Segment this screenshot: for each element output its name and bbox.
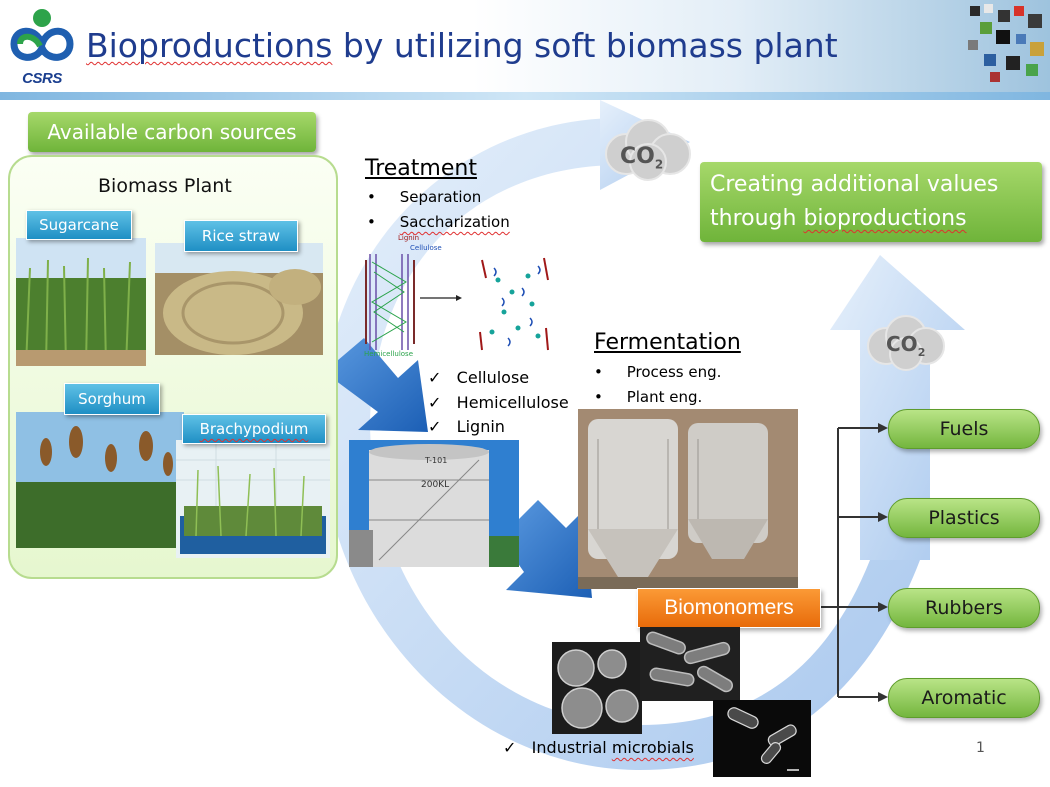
cloud-icon [867, 315, 945, 371]
co2-cloud-right: CO2 [862, 310, 948, 376]
biomonomers-label: Biomonomers [637, 588, 821, 628]
header-banner [0, 0, 1050, 100]
rice-straw-photo [155, 243, 323, 355]
bacteria-micrograph [640, 627, 740, 701]
arrow-to-tank [324, 338, 428, 432]
rod-cells-micrograph [713, 700, 811, 777]
creating-line-1: Creating additional values [710, 172, 999, 197]
slide-page-number: 1 [976, 740, 985, 756]
header-divider [0, 92, 1050, 100]
fermentation-bullet-1: • Process eng. [594, 363, 722, 381]
plant-label-brachypodium: Brachypodium [182, 414, 326, 444]
tank-label: T-101 [425, 456, 448, 465]
product-branch-arrowheads [878, 423, 888, 702]
diagram-label-lignin: Lignin [398, 234, 420, 242]
cloud-icon [605, 119, 691, 181]
co2-cloud-top: CO2 [598, 114, 696, 186]
cycle-ring-rising [830, 255, 965, 560]
creating-additional-values-banner: Creating additional values through biopr… [700, 162, 1042, 242]
diagram-label-cellulose: Cellulose [410, 244, 442, 252]
product-rubbers[interactable]: Rubbers [888, 588, 1040, 628]
arrow-to-fermenter [500, 500, 592, 598]
available-carbon-sources-label: Available carbon sources [28, 112, 316, 152]
co2-label-right: CO2 [886, 332, 926, 359]
treatment-heading: Treatment [365, 156, 477, 181]
check-lignin: ✓ Lignin [428, 417, 505, 436]
fermenter-tanks-photo [578, 409, 798, 589]
treatment-bullet-1: • Separation [367, 188, 482, 206]
check-industrial-microbials: ✓ Industrial microbials [503, 738, 694, 757]
creating-line-2: through bioproductions [710, 206, 967, 231]
brachypodium-photo [176, 440, 330, 558]
plant-label-sorghum: Sorghum [64, 383, 160, 415]
biomass-plant-title: Biomass Plant [98, 175, 232, 197]
title-rest: by utilizing soft biomass plant [332, 26, 838, 65]
sorghum-photo [16, 412, 184, 548]
yeast-micrograph [552, 642, 642, 734]
page-title: Bioproductions by utilizing soft biomass… [86, 26, 838, 65]
product-branch-lines [820, 427, 880, 698]
title-keyword: Bioproductions [86, 26, 333, 65]
plant-label-sugarcane: Sugarcane [26, 210, 132, 240]
lignocellulose-diagram: Lignin Cellulose Hemicellulose [362, 232, 562, 360]
storage-tank-photo: T-101 200KL [349, 440, 519, 567]
tank-capacity: 200KL [421, 480, 450, 490]
fermentation-heading: Fermentation [594, 330, 741, 355]
plant-label-rice-straw: Rice straw [184, 220, 298, 252]
treatment-bullet-2: • Saccharization [367, 213, 510, 231]
csrs-logo [10, 9, 74, 61]
product-aromatic[interactable]: Aromatic [888, 678, 1040, 718]
sugarcane-photo [16, 238, 146, 366]
diagram-label-hemicellulose: Hemicellulose [364, 350, 413, 358]
product-plastics[interactable]: Plastics [888, 498, 1040, 538]
product-fuels[interactable]: Fuels [888, 409, 1040, 449]
decorative-mosaic [968, 4, 1044, 82]
co2-label-top: CO2 [620, 144, 664, 172]
check-cellulose: ✓ Cellulose [428, 368, 530, 387]
logo-text: CSRS [22, 70, 62, 87]
check-hemicellulose: ✓ Hemicellulose [428, 393, 569, 412]
fermentation-bullet-2: • Plant eng. [594, 388, 703, 406]
